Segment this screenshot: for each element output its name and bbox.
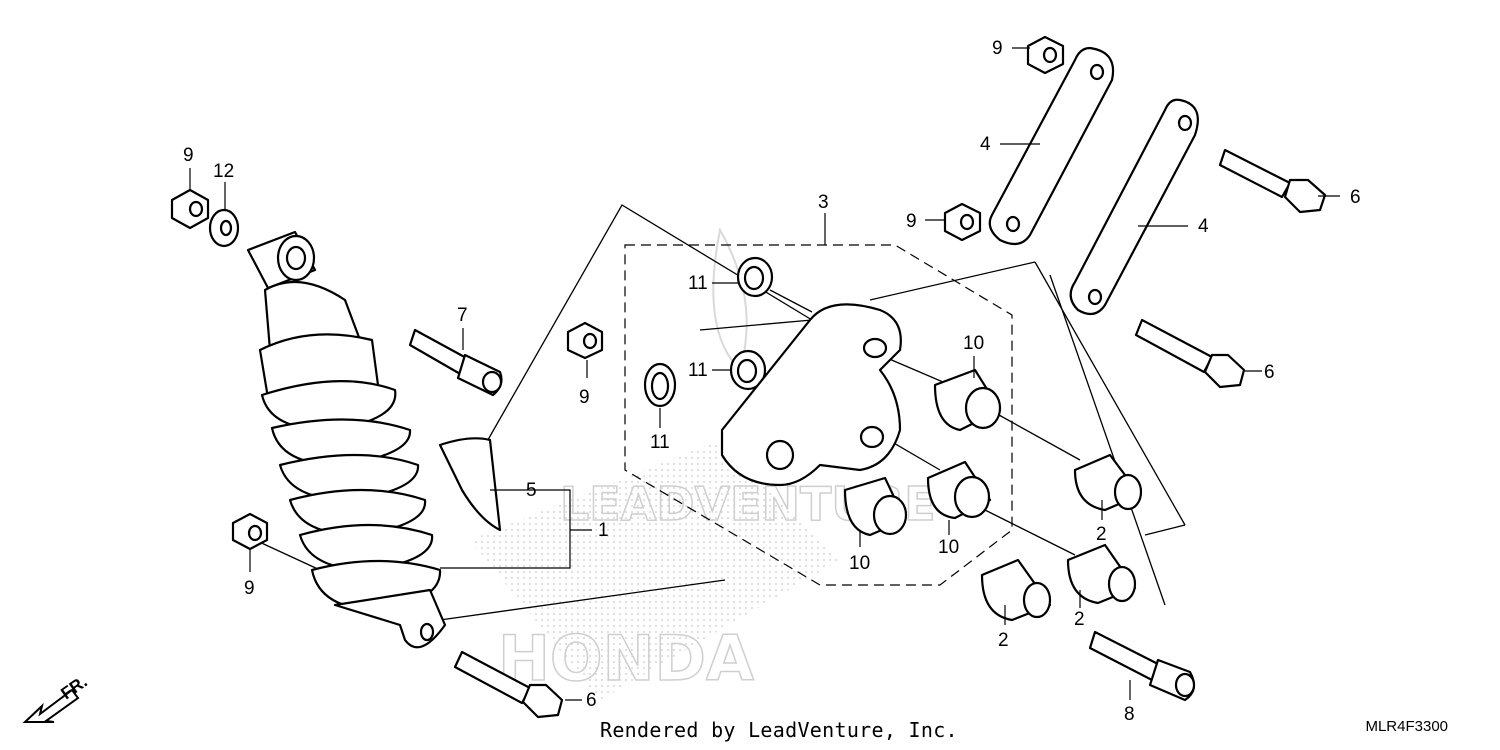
bearing-10-lower[interactable] [843, 476, 908, 537]
callout-4-b: 4 [1198, 216, 1209, 237]
watermark: HONDA LEADVENTURE [470, 227, 936, 700]
callout-2-b: 2 [1074, 609, 1085, 630]
callout-6-bottom: 6 [586, 690, 597, 711]
callout-2-c: 2 [998, 630, 1009, 651]
callout-11-c: 11 [650, 432, 670, 453]
callout-9-link: 9 [906, 211, 917, 232]
rendered-by-credit: Rendered by LeadVenture, Inc. [600, 718, 958, 742]
callout-5: 5 [526, 480, 537, 501]
bearing-10-mid[interactable] [926, 460, 992, 520]
callout-9-top: 9 [992, 38, 1003, 59]
callout-10-c: 10 [849, 553, 870, 574]
collar-2-upper[interactable] [1073, 453, 1143, 512]
leader-lines [189, 47, 1340, 701]
callouts: 9 12 7 9 11 11 11 3 9 9 4 4 6 6 10 10 10… [183, 38, 1361, 725]
callout-12: 12 [213, 161, 234, 182]
callout-3: 3 [818, 192, 829, 213]
bearing-10-upper[interactable] [933, 368, 1002, 432]
callout-8: 8 [1124, 704, 1135, 725]
callout-4-a: 4 [980, 134, 991, 155]
nut-9-low[interactable] [231, 512, 269, 551]
front-direction-arrow: FR. [22, 672, 91, 723]
callout-1: 1 [598, 520, 609, 541]
callout-11-b: 11 [688, 360, 708, 381]
connecting-rod-4-front[interactable] [988, 46, 1115, 246]
bolt-6-bottom[interactable] [453, 650, 564, 719]
nut-9-mid[interactable] [566, 321, 604, 360]
swingarm-link-group-outline [624, 244, 1013, 586]
bolt-6-mid[interactable] [1134, 318, 1246, 389]
nut-9-top[interactable] [1026, 35, 1065, 75]
collar-2-lower[interactable] [980, 558, 1052, 622]
bolt-6-top[interactable] [1218, 148, 1327, 214]
callout-9-mid: 9 [579, 387, 590, 408]
callout-7: 7 [457, 305, 468, 326]
callout-6-mid: 6 [1264, 362, 1275, 383]
bolt-7[interactable] [408, 328, 503, 397]
connecting-rod-4-rear[interactable] [1069, 98, 1199, 316]
callout-6-top: 6 [1350, 187, 1361, 208]
callout-2-a: 2 [1096, 524, 1107, 545]
washer-12[interactable] [208, 208, 240, 248]
nut-9-link[interactable] [943, 202, 982, 242]
guide-lines [254, 204, 1186, 621]
label-plate-5[interactable] [438, 437, 502, 532]
watermark-brand: HONDA [498, 622, 754, 695]
rear-shock-absorber[interactable] [246, 230, 447, 649]
callout-9-top-left: 9 [183, 145, 194, 166]
callout-10-a: 10 [963, 333, 984, 354]
nut-9-top-left[interactable] [170, 188, 210, 230]
shock-arm-3[interactable] [720, 303, 902, 487]
collar-2-mid[interactable] [1066, 543, 1137, 605]
diagram-code: MLR4F3300 [1365, 718, 1448, 735]
callout-11-a: 11 [688, 273, 708, 294]
bolt-8[interactable] [1088, 630, 1196, 702]
dust-seal-11-a[interactable] [736, 256, 774, 298]
callout-9-low: 9 [244, 578, 255, 599]
callout-10-b: 10 [938, 537, 959, 558]
dust-seal-11-c[interactable] [643, 362, 677, 408]
